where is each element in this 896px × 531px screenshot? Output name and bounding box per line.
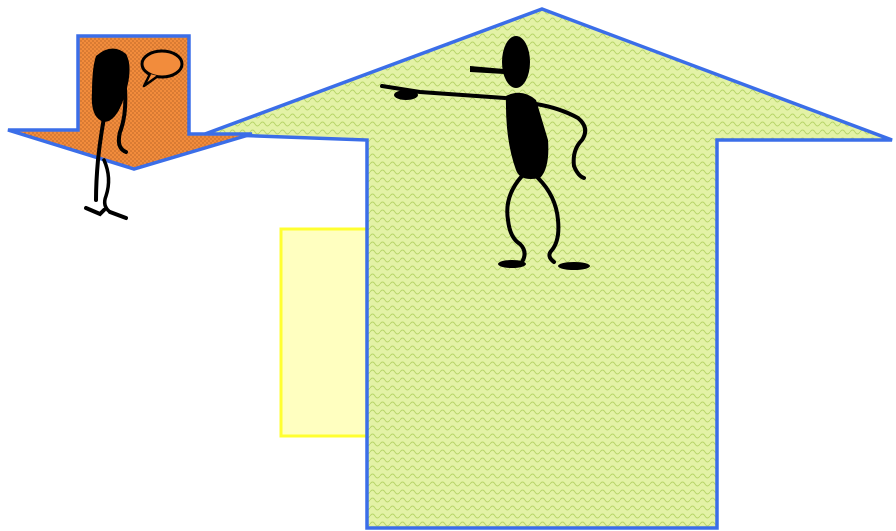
pointing-figure-cap <box>470 66 504 74</box>
pointing-figure-right-leg <box>536 176 561 264</box>
sad-figure-leg <box>102 158 112 214</box>
pointing-figure-back-arm <box>534 102 588 180</box>
pointing-figure-hand <box>394 90 418 100</box>
sad-figure <box>84 48 184 220</box>
sad-figure-feet <box>84 206 128 220</box>
down-arrow <box>7 34 253 171</box>
pointing-figure <box>380 36 590 270</box>
speech-bubble-tail <box>142 73 159 88</box>
sad-figure-body <box>94 116 106 202</box>
pointing-figure-left-leg <box>505 174 527 264</box>
pointing-figure-right-foot <box>558 262 590 270</box>
sad-figure-head <box>91 48 130 122</box>
pointing-figure-head <box>502 36 530 88</box>
speech-bubble <box>140 49 184 79</box>
pointing-figure-arm <box>380 84 507 100</box>
pointing-figure-left-foot <box>498 260 526 268</box>
sad-figure-arm <box>116 76 128 154</box>
pointing-figure-torso <box>505 92 549 179</box>
